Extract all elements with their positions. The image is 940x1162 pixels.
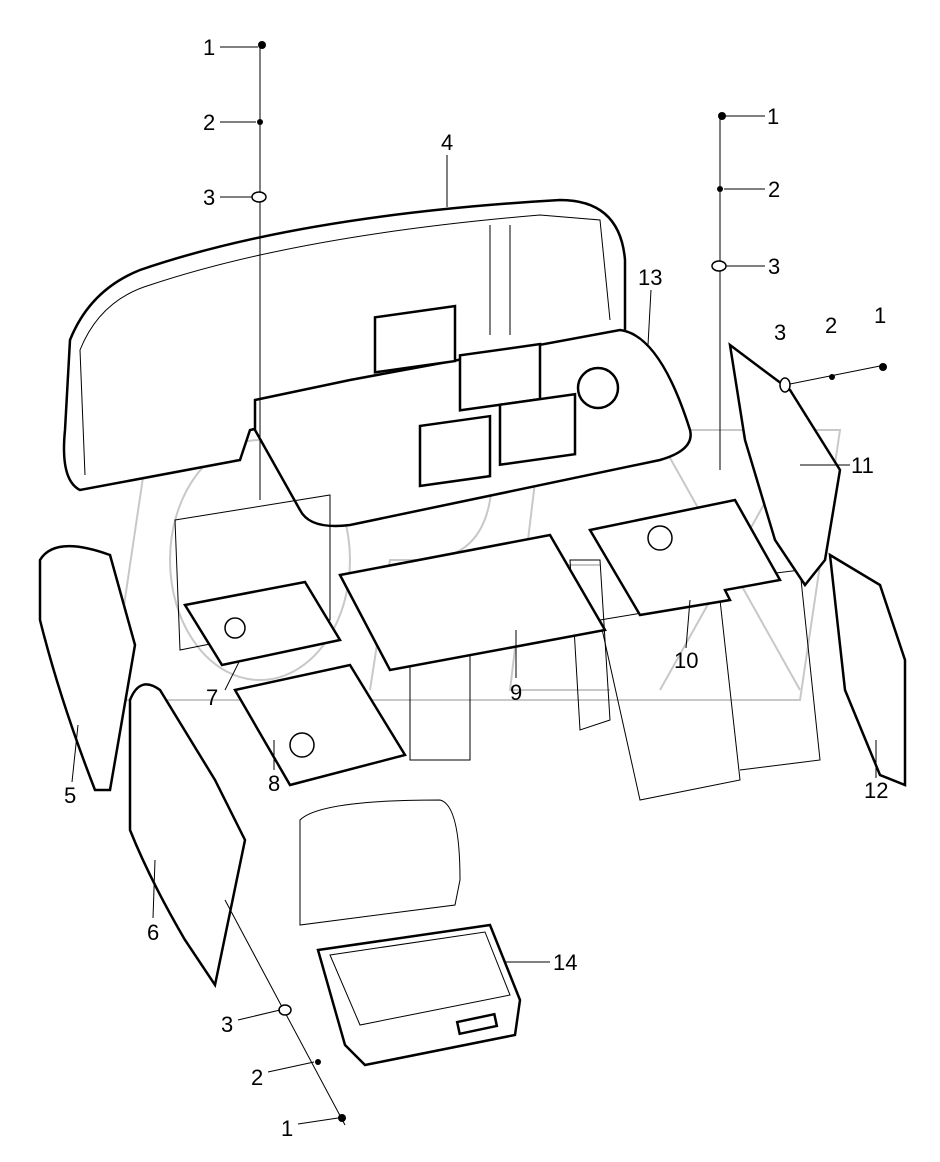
fastener-stack-bottom xyxy=(224,899,346,1126)
callout-8: 8 xyxy=(268,771,280,796)
callout-3: 3 xyxy=(774,320,786,345)
callout-2: 2 xyxy=(825,313,837,338)
callout-3: 3 xyxy=(221,1012,233,1037)
grille xyxy=(373,304,577,488)
toolbox-part-14 xyxy=(316,923,522,1067)
plate-part-9 xyxy=(338,533,607,672)
leader-lines xyxy=(71,46,877,1125)
callout-5: 5 xyxy=(64,783,76,808)
callout-6: 6 xyxy=(147,920,159,945)
callout-3: 3 xyxy=(768,254,780,279)
callout-7: 7 xyxy=(206,685,218,710)
callout-1: 1 xyxy=(281,1116,293,1141)
callout-2: 2 xyxy=(203,110,215,135)
side-panel-part-11 xyxy=(728,342,842,588)
callout-2: 2 xyxy=(768,177,780,202)
plate-part-8 xyxy=(233,663,407,787)
callout-2: 2 xyxy=(251,1065,263,1090)
callout-10: 10 xyxy=(674,648,698,673)
callout-1: 1 xyxy=(203,35,215,60)
callout-1: 1 xyxy=(767,104,779,129)
callout-13: 13 xyxy=(638,265,662,290)
callout-12: 12 xyxy=(864,778,888,803)
toolbox-backing xyxy=(299,799,461,926)
side-panel-part-6 xyxy=(128,683,247,989)
plate-part-7 xyxy=(182,580,342,667)
callout-9: 9 xyxy=(510,680,522,705)
side-panel-part-12 xyxy=(828,552,907,787)
plate-part-10 xyxy=(588,498,782,617)
side-panel-part-5 xyxy=(38,544,137,792)
round-cap xyxy=(576,366,620,410)
fastener-stack-right-side xyxy=(779,363,887,393)
callout-3: 3 xyxy=(203,185,215,210)
fastener-stack-right-top xyxy=(711,112,727,470)
fastener-stack-left-top xyxy=(251,41,267,500)
rear-cover-part-4 xyxy=(62,198,627,492)
callout-14: 14 xyxy=(553,950,577,975)
callout-11: 11 xyxy=(851,453,874,478)
callout-4: 4 xyxy=(441,130,453,155)
callout-1: 1 xyxy=(874,303,886,328)
